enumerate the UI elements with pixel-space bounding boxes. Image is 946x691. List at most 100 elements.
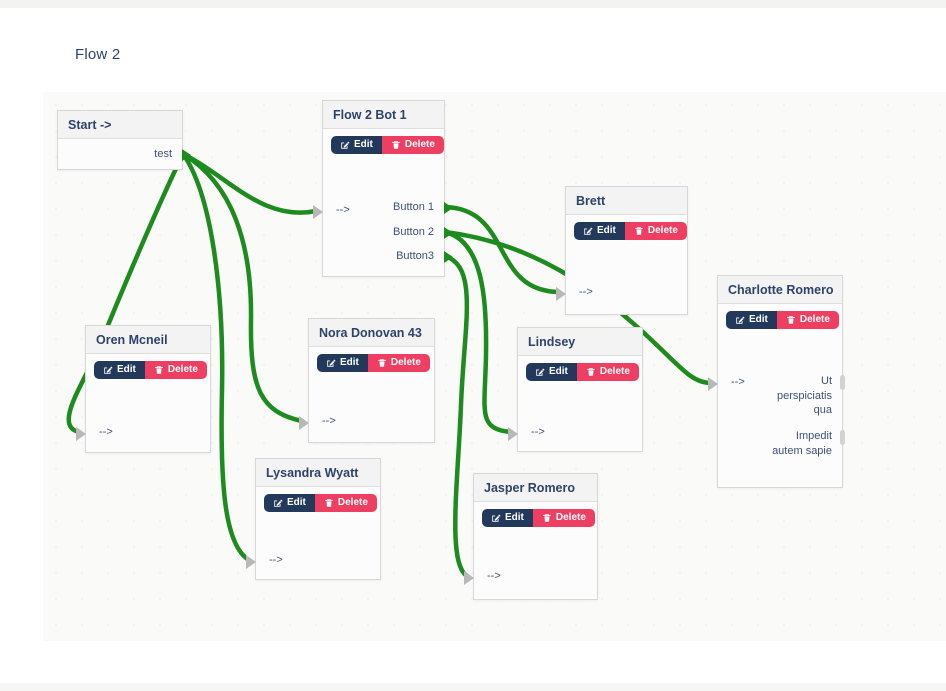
input-label: --> <box>269 554 283 566</box>
node-title: Jasper Romero <box>474 474 597 502</box>
delete-button[interactable]: Delete <box>776 311 839 329</box>
input-port-arrow-icon[interactable] <box>708 377 718 391</box>
flow-connection bot1.button1->brett.in[interactable] <box>442 204 562 295</box>
trash-icon <box>378 359 386 367</box>
edit-button-label: Edit <box>340 357 359 368</box>
edit-button-label: Edit <box>549 366 568 377</box>
delete-button[interactable]: Delete <box>144 361 207 379</box>
delete-button[interactable]: Delete <box>367 354 430 372</box>
delete-button-label: Delete <box>390 357 421 368</box>
output-label: Ut perspiciatis qua <box>776 375 832 417</box>
input-port-arrow-icon[interactable] <box>76 427 86 441</box>
edit-pencil-icon <box>736 316 745 324</box>
node-title: Flow 2 Bot 1 <box>323 101 444 129</box>
trash-icon <box>543 514 551 522</box>
delete-button[interactable]: Delete <box>314 494 377 512</box>
delete-button[interactable]: Delete <box>381 136 444 154</box>
node-actions: Edit Delete <box>726 311 842 329</box>
output-port-arrow-icon[interactable] <box>444 202 453 214</box>
edit-button[interactable]: Edit <box>94 361 145 379</box>
input-label: --> <box>731 376 745 388</box>
delete-button-label: Delete <box>647 225 678 236</box>
delete-button[interactable]: Delete <box>576 363 639 381</box>
delete-button-label: Delete <box>337 497 368 508</box>
input-port-arrow-icon[interactable] <box>246 555 256 569</box>
output-port-arrow-icon[interactable] <box>444 227 453 239</box>
input-port-arrow-icon[interactable] <box>464 571 474 585</box>
edit-button-label: Edit <box>505 512 524 523</box>
edit-pencil-icon <box>584 227 593 235</box>
top-strip <box>0 0 946 8</box>
input-port-arrow-icon[interactable] <box>299 416 309 430</box>
node-title: Charlotte Romero <box>718 276 842 304</box>
node-title: Nora Donovan 43 <box>309 319 434 347</box>
delete-button-label: Delete <box>167 364 198 375</box>
edit-button[interactable]: Edit <box>526 363 577 381</box>
edit-button[interactable]: Edit <box>726 311 777 329</box>
delete-button-label: Delete <box>799 314 830 325</box>
node-actions: Edit Delete <box>482 509 597 527</box>
edit-button-label: Edit <box>287 497 306 508</box>
edit-button-label: Edit <box>749 314 768 325</box>
input-port-arrow-icon[interactable] <box>556 287 566 301</box>
flow-connection start.test->lysandra.in[interactable] <box>180 151 252 563</box>
flow-connection bot1.button2->charlotte.in[interactable] <box>442 229 714 386</box>
flow-node-start[interactable]: Start ->test <box>57 110 191 170</box>
flow-connection bot1.button3->jasper.in[interactable] <box>442 253 470 579</box>
trash-icon <box>325 499 333 507</box>
output-port-arrow-icon[interactable] <box>444 251 453 263</box>
edit-button-label: Edit <box>597 225 616 236</box>
edit-button[interactable]: Edit <box>264 494 315 512</box>
trash-icon <box>392 141 400 149</box>
trash-icon <box>587 368 595 376</box>
edit-pencil-icon <box>274 499 283 507</box>
node-actions: Edit Delete <box>317 354 434 372</box>
edit-button[interactable]: Edit <box>574 222 625 240</box>
output-label: Button 2 <box>393 226 434 238</box>
input-port-arrow-icon[interactable] <box>508 427 518 441</box>
input-label: --> <box>336 204 350 216</box>
delete-button[interactable]: Delete <box>624 222 687 240</box>
trash-icon <box>155 366 163 374</box>
edit-pencil-icon <box>341 141 350 149</box>
node-actions: Edit Delete <box>94 361 210 379</box>
input-label: --> <box>487 570 501 582</box>
input-label: --> <box>531 426 545 438</box>
node-actions: Edit Delete <box>526 363 642 381</box>
delete-button-label: Delete <box>404 139 435 150</box>
input-port-arrow-icon[interactable] <box>313 205 323 219</box>
node-actions: Edit Delete <box>264 494 380 512</box>
output-port-stub[interactable] <box>840 430 845 445</box>
edit-button-label: Edit <box>354 139 373 150</box>
edit-pencil-icon <box>536 368 545 376</box>
edit-button[interactable]: Edit <box>331 136 382 154</box>
delete-button[interactable]: Delete <box>532 509 595 527</box>
delete-button-label: Delete <box>599 366 630 377</box>
node-title: Lysandra Wyatt <box>256 459 380 487</box>
trash-icon <box>787 316 795 324</box>
edit-button-label: Edit <box>117 364 136 375</box>
input-label: --> <box>99 426 113 438</box>
output-port-arrow-icon[interactable] <box>182 149 191 161</box>
flow-connection start.test->nora.in[interactable] <box>180 151 305 424</box>
trash-icon <box>635 227 643 235</box>
bottom-strip <box>0 683 946 691</box>
node-actions: Edit Delete <box>331 136 444 154</box>
input-label: --> <box>579 286 593 298</box>
output-port-stub[interactable] <box>840 375 845 390</box>
node-actions: Edit Delete <box>574 222 687 240</box>
flow-connection bot1.button2->lindsey.in[interactable] <box>442 229 514 435</box>
edit-button[interactable]: Edit <box>482 509 533 527</box>
node-title: Lindsey <box>518 328 642 356</box>
node-title: Start -> <box>58 111 182 139</box>
edit-button[interactable]: Edit <box>317 354 368 372</box>
